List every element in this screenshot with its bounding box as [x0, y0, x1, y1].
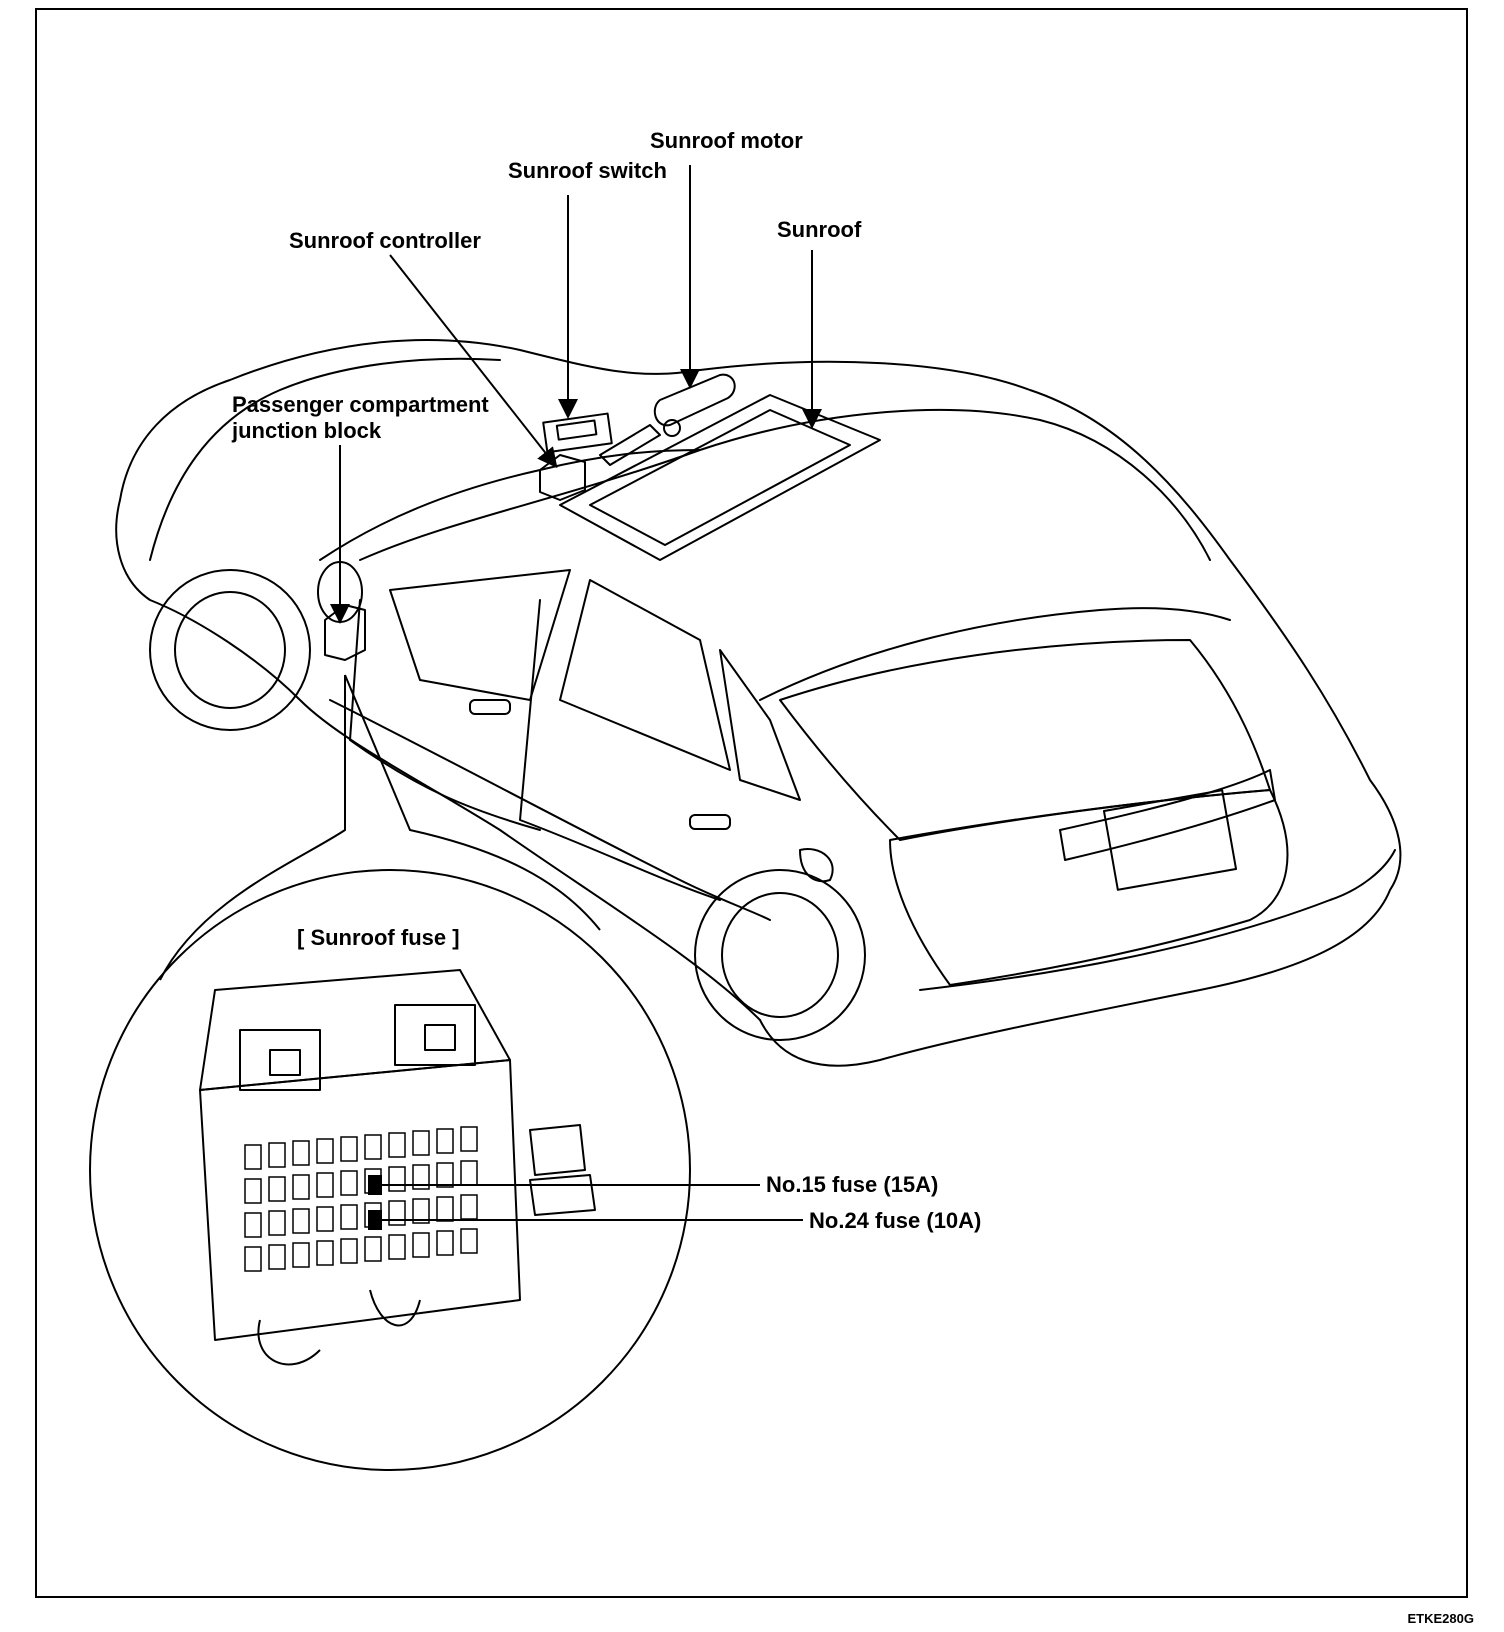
front-wheel	[174, 591, 286, 709]
fuse-slot	[244, 1212, 262, 1238]
label-fuse-15: No.15 fuse (15A)	[766, 1172, 939, 1197]
fuse-slot	[388, 1132, 406, 1158]
fuse-slot	[388, 1200, 406, 1226]
fuse-slot	[268, 1142, 286, 1168]
fuse-slot	[292, 1174, 310, 1200]
rear-window	[779, 639, 1271, 841]
trunk-lid	[889, 789, 1289, 986]
label-fuse-title: [ Sunroof fuse ]	[297, 925, 460, 950]
fuse-slot	[292, 1242, 310, 1268]
fuse-slot	[364, 1134, 382, 1160]
fuse-slot	[316, 1172, 334, 1198]
fuse-slot	[244, 1178, 262, 1204]
car-body-outline	[115, 339, 1402, 1067]
license-plate	[1102, 789, 1238, 891]
rear-wheel	[721, 892, 839, 1018]
rear-wheel-arch	[694, 869, 866, 1041]
front-door-handle	[469, 699, 511, 715]
roof-line	[359, 409, 1211, 561]
fuse-slot	[460, 1194, 478, 1220]
fuse-15-marker	[368, 1175, 382, 1195]
fuse-grid	[244, 1126, 478, 1272]
rear-door-handle	[689, 814, 731, 830]
callout-circle	[89, 869, 691, 1471]
hood-line	[149, 357, 501, 561]
fuse-slot	[292, 1140, 310, 1166]
fuse-slot	[436, 1230, 454, 1256]
fuse-slot	[340, 1170, 358, 1196]
fuse-slot	[268, 1244, 286, 1270]
fuse-box-top	[199, 969, 511, 1091]
fuse-slot	[316, 1138, 334, 1164]
fuse-slot	[340, 1136, 358, 1162]
fuse-slot	[388, 1234, 406, 1260]
leader-sunroof-controller	[389, 254, 558, 469]
fuse-slot	[412, 1164, 430, 1190]
sunroof-switch-part	[542, 412, 613, 454]
door-line-1	[349, 599, 541, 831]
fuse-slot	[268, 1210, 286, 1236]
fuse-slot	[340, 1204, 358, 1230]
front-door-window	[389, 569, 571, 701]
fuse-slot	[460, 1126, 478, 1152]
fuse-slot	[292, 1208, 310, 1234]
door-line-2	[519, 599, 721, 901]
fuse-slot	[436, 1196, 454, 1222]
fuel-door	[799, 848, 834, 883]
fuse-slot	[244, 1144, 262, 1170]
label-sunroof-switch: Sunroof switch	[508, 158, 667, 183]
fuse-slot	[316, 1240, 334, 1266]
fuse-slot	[388, 1166, 406, 1192]
fuse-slot	[460, 1228, 478, 1254]
fuse-slot	[436, 1128, 454, 1154]
sunroof-controller-part	[539, 454, 586, 501]
rear-bumper	[919, 849, 1396, 991]
fuse-slot	[244, 1246, 262, 1272]
quarter-window	[719, 649, 801, 801]
callout-cone	[159, 674, 601, 981]
sunroof-outer	[559, 394, 881, 561]
fuse-slot	[412, 1130, 430, 1156]
sunroof-inner	[589, 409, 851, 546]
label-sunroof-controller: Sunroof controller	[289, 228, 481, 253]
fuse-slot	[268, 1176, 286, 1202]
windshield	[319, 449, 701, 561]
label-sunroof: Sunroof	[777, 217, 862, 242]
fuse-slot	[364, 1236, 382, 1262]
label-sunroof-motor: Sunroof motor	[650, 128, 803, 153]
front-wheel-arch	[149, 569, 311, 731]
diagram-frame	[35, 8, 1468, 1598]
sill-line	[329, 699, 771, 921]
label-fuse-24: No.24 fuse (10A)	[809, 1208, 982, 1233]
fuse-24-marker	[368, 1210, 382, 1230]
figure-code: ETKE280G	[1407, 1611, 1474, 1626]
taillight-band	[1059, 769, 1276, 861]
sunroof-motor-part	[653, 373, 736, 427]
label-junction-block-line2: junction block	[232, 418, 382, 443]
fuse-slot	[460, 1160, 478, 1186]
fuse-slot	[436, 1162, 454, 1188]
rear-door-window	[559, 579, 731, 771]
roof-rear	[759, 607, 1231, 701]
fuse-box-body	[199, 1059, 521, 1341]
fuse-slot	[340, 1238, 358, 1264]
label-junction-block-line1: Passenger compartment	[232, 392, 489, 417]
fuse-slot	[412, 1232, 430, 1258]
fuse-slot	[412, 1198, 430, 1224]
fuse-slot	[316, 1206, 334, 1232]
